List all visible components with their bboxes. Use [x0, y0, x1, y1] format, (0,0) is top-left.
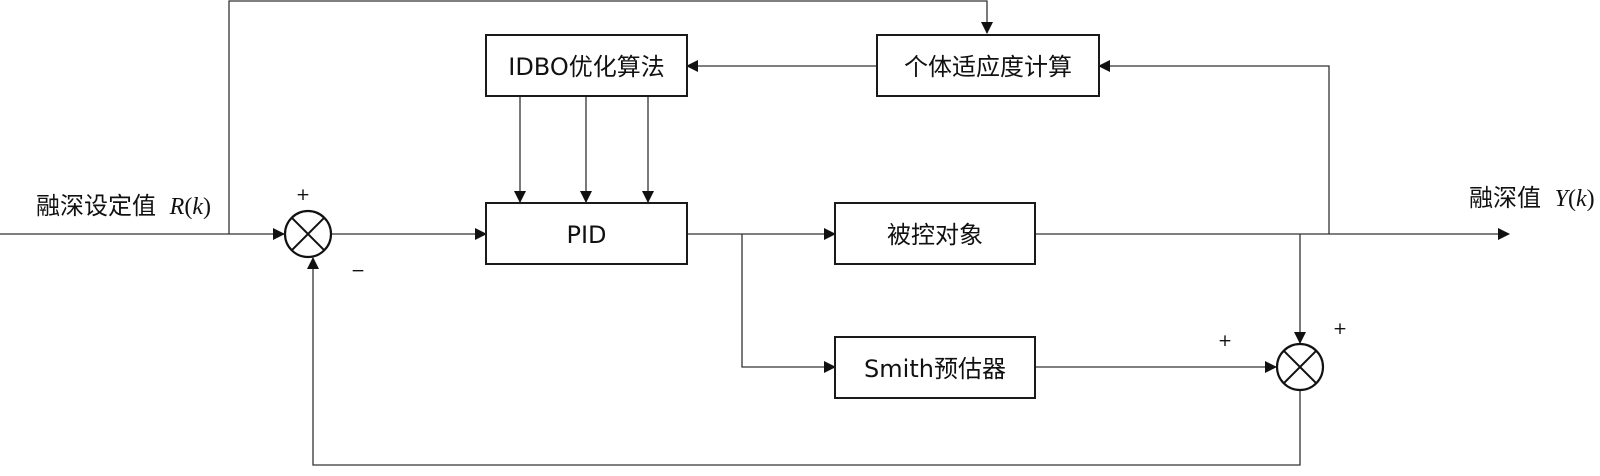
output-arg: k — [1576, 186, 1587, 212]
output-label-text: 融深值 — [1469, 184, 1541, 212]
sum1-plus-sign: + — [296, 185, 310, 205]
sum1-minus-sign: − — [351, 261, 365, 281]
output-to-fitness-line — [1098, 60, 1330, 234]
input-symbol: R — [169, 194, 185, 220]
output-symbol: Y — [1555, 186, 1571, 212]
output-paren-close: ) — [1587, 186, 1595, 212]
fitness-block: 个体适应度计算 — [876, 34, 1100, 97]
pid-to-smith-line — [741, 234, 836, 373]
input-arg: k — [192, 194, 203, 220]
input-paren-open: ( — [184, 194, 192, 220]
input-to-fitness-line — [228, 0, 993, 234]
pid-block: PID — [485, 202, 688, 265]
idbo-block: IDBO优化算法 — [485, 34, 688, 97]
output-signal-label: 融深值 Y(k) — [1469, 184, 1595, 212]
input-paren-close: ) — [203, 194, 211, 220]
sum2-top-plus-sign: + — [1333, 319, 1347, 339]
smith-predictor-block: Smith预估器 — [834, 336, 1036, 399]
input-label-text: 融深设定值 — [36, 192, 156, 220]
input-signal-label: 融深设定值 R(k) — [36, 192, 211, 220]
output-paren-open: ( — [1568, 186, 1576, 212]
plant-block-label: 被控对象 — [887, 221, 983, 249]
summing-junction-2 — [1275, 342, 1325, 392]
sum2-left-plus-sign: + — [1218, 331, 1232, 351]
fitness-block-label: 个体适应度计算 — [904, 53, 1072, 81]
plant-block: 被控对象 — [834, 202, 1036, 265]
pid-block-label: PID — [566, 221, 606, 249]
summing-junction-1 — [283, 209, 333, 259]
idbo-block-label: IDBO优化算法 — [508, 53, 665, 81]
sum2-to-sum1-feedback-line — [307, 257, 1301, 466]
smith-predictor-block-label: Smith预估器 — [864, 355, 1006, 383]
